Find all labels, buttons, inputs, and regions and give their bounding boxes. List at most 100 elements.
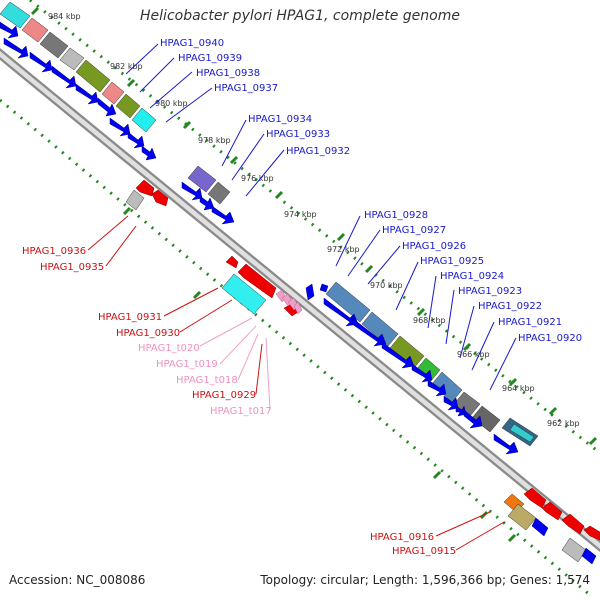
topology-text: Topology: circular; Length: 1,596,366 bp… bbox=[260, 573, 590, 587]
feature-steelblue bbox=[361, 311, 399, 347]
backbone bbox=[0, 48, 600, 552]
gene-label[interactable]: HPAG1_0916 bbox=[370, 532, 434, 543]
gene-arrow-forward bbox=[305, 283, 315, 301]
gene-arrow-forward bbox=[531, 517, 549, 537]
feature-cyan bbox=[221, 273, 267, 315]
gene-arrow-forward bbox=[141, 145, 157, 161]
callout-lines bbox=[87, 43, 517, 551]
gene-arrow-reverse bbox=[541, 501, 563, 521]
gene-arrow-forward bbox=[455, 405, 467, 417]
gene-label[interactable]: HPAG1_t018 bbox=[176, 375, 238, 386]
gene-arrow-forward bbox=[411, 363, 433, 383]
scale-label: 964 kbp bbox=[502, 384, 535, 393]
gene-arrow-reverse bbox=[135, 179, 155, 197]
gene-arrow-forward bbox=[443, 395, 459, 411]
gene-label[interactable]: HPAG1_0928 bbox=[364, 210, 428, 221]
gene-arrow-forward bbox=[323, 297, 359, 327]
scale-label: 978 kbp bbox=[198, 136, 231, 145]
gene-arrow-forward bbox=[351, 317, 387, 347]
gene-label[interactable]: HPAG1_t020 bbox=[138, 343, 200, 354]
scale-line-inner bbox=[0, 98, 591, 597]
feature-steelblue bbox=[325, 281, 371, 323]
scale-labels: 984 kbp 982 kbp 980 kbp 978 kbp 976 kbp … bbox=[48, 12, 580, 428]
gene-arrow-forward bbox=[581, 547, 597, 565]
gene-label[interactable]: HPAG1_0939 bbox=[178, 53, 242, 64]
feature-lightgray bbox=[59, 47, 85, 71]
gene-arrow-forward bbox=[127, 131, 145, 149]
scale-label: 980 kbp bbox=[155, 99, 188, 108]
feature-lightgray bbox=[561, 537, 587, 563]
feature-cyan bbox=[131, 107, 157, 133]
gene-arrow-forward bbox=[199, 195, 215, 211]
gene-arrow-forward bbox=[75, 83, 99, 105]
gene-labels: HPAG1_0940 HPAG1_0939 HPAG1_0938 HPAG1_0… bbox=[22, 38, 582, 557]
gene-label[interactable]: HPAG1_0940 bbox=[160, 38, 224, 49]
feature-purple bbox=[187, 165, 217, 193]
gene-arrow-forward bbox=[211, 205, 235, 225]
feature-khaki bbox=[507, 503, 537, 531]
gene-label[interactable]: HPAG1_t019 bbox=[156, 359, 218, 370]
scale-label: 970 kbp bbox=[370, 281, 403, 290]
gene-arrow-reverse bbox=[225, 255, 239, 269]
feature-olive bbox=[75, 59, 111, 93]
gene-arrow-forward bbox=[0, 21, 19, 39]
gene-arrow-forward bbox=[51, 65, 77, 89]
feature-gray bbox=[39, 31, 69, 59]
gene-label[interactable]: HPAG1_t017 bbox=[210, 406, 272, 417]
accession-text: Accession: NC_008086 bbox=[9, 573, 146, 587]
trna-mark bbox=[293, 301, 303, 315]
scale-label: 974 kbp bbox=[284, 210, 317, 219]
feature-salmon bbox=[101, 81, 125, 105]
gene-label[interactable]: HPAG1_0927 bbox=[382, 225, 446, 236]
gene-arrow-reverse bbox=[523, 487, 547, 509]
feature-cyan bbox=[509, 423, 535, 443]
scale-label: 976 kbp bbox=[241, 174, 274, 183]
scale-ticks bbox=[30, 6, 598, 543]
feature-gray bbox=[471, 405, 501, 433]
scale-label: 966 kbp bbox=[457, 350, 490, 359]
gene-label[interactable]: HPAG1_0932 bbox=[286, 146, 350, 157]
feature-lightgray bbox=[125, 189, 145, 211]
gene-label[interactable]: HPAG1_0920 bbox=[518, 333, 582, 344]
gene-label[interactable]: HPAG1_0922 bbox=[478, 301, 542, 312]
feature-salmon bbox=[21, 17, 49, 43]
gene-arrow-forward bbox=[181, 181, 203, 201]
feature-cyan bbox=[0, 1, 31, 29]
feature-olive bbox=[115, 93, 141, 119]
gene-label[interactable]: HPAG1_0934 bbox=[248, 114, 312, 125]
gene-arrow-reverse bbox=[237, 263, 277, 299]
gene-label[interactable]: HPAG1_0924 bbox=[440, 271, 504, 282]
gene-label[interactable]: HPAG1_0923 bbox=[458, 286, 522, 297]
gene-arrow-forward bbox=[109, 117, 131, 137]
feature-blocks bbox=[0, 1, 587, 563]
forward-genes bbox=[0, 21, 597, 565]
gene-label[interactable]: HPAG1_0935 bbox=[40, 262, 104, 273]
gene-label[interactable]: HPAG1_0937 bbox=[214, 83, 278, 94]
gene-label[interactable]: HPAG1_0930 bbox=[116, 328, 180, 339]
gene-arrow-forward bbox=[319, 283, 329, 293]
scale-label: 972 kbp bbox=[327, 245, 360, 254]
gene-label[interactable]: HPAG1_0921 bbox=[498, 317, 562, 328]
scale-label: 982 kbp bbox=[110, 62, 143, 71]
gene-arrow-forward bbox=[493, 433, 519, 455]
scale-label: 962 kbp bbox=[547, 419, 580, 428]
gene-label[interactable]: HPAG1_0938 bbox=[196, 68, 260, 79]
gene-label[interactable]: HPAG1_0929 bbox=[192, 390, 256, 401]
gene-arrow-forward bbox=[381, 341, 415, 369]
gene-label[interactable]: HPAG1_0933 bbox=[266, 129, 330, 140]
gene-label[interactable]: HPAG1_0915 bbox=[392, 546, 456, 557]
map-title: Helicobacter pylori HPAG1, complete geno… bbox=[140, 8, 460, 24]
gene-label[interactable]: HPAG1_0936 bbox=[22, 246, 86, 257]
gene-arrow-forward bbox=[427, 379, 447, 397]
trna-genes bbox=[275, 289, 303, 315]
scale-label: 984 kbp bbox=[48, 12, 81, 21]
gene-label[interactable]: HPAG1_0926 bbox=[402, 241, 466, 252]
gene-arrow-forward bbox=[97, 97, 117, 117]
gene-arrow-reverse bbox=[151, 189, 169, 207]
gene-label[interactable]: HPAG1_0931 bbox=[98, 312, 162, 323]
gene-label[interactable]: HPAG1_0925 bbox=[420, 256, 484, 267]
gene-arrow-forward bbox=[29, 51, 53, 73]
gene-arrow-reverse bbox=[561, 513, 585, 535]
gene-arrow-forward bbox=[463, 409, 483, 429]
